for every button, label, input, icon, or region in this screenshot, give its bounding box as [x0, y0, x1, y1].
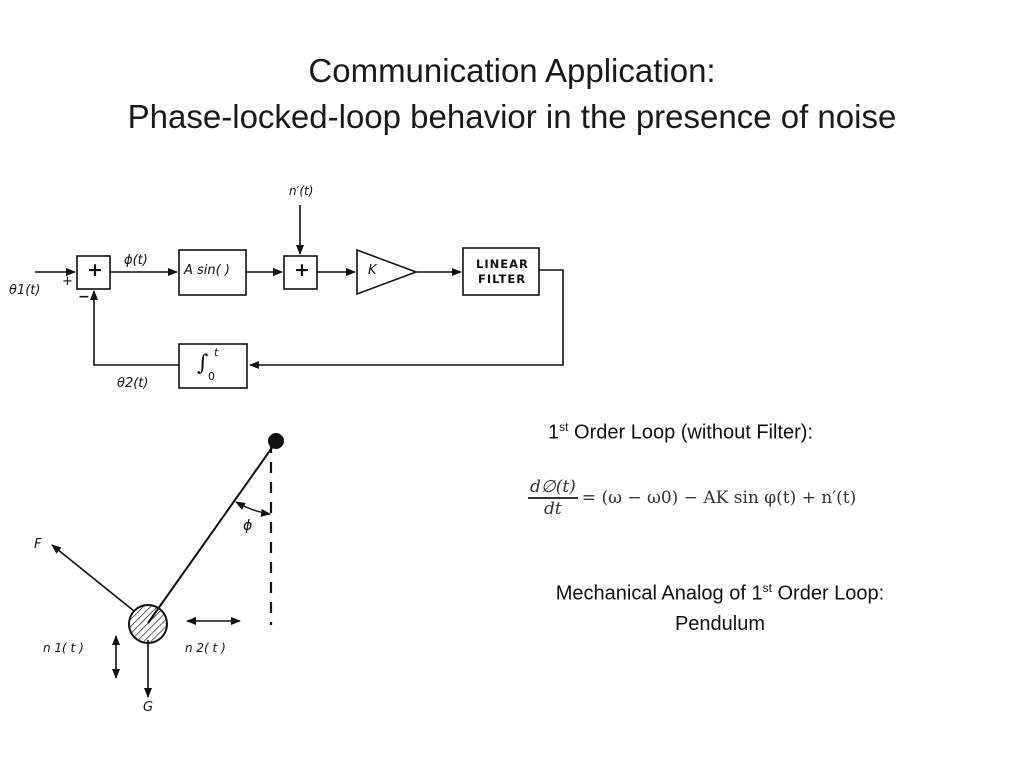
pendulum-bob: [128, 604, 168, 644]
loop-heading: 1st Order Loop (without Filter):: [548, 420, 813, 444]
summing-junction-1: [76, 255, 111, 290]
title-line-1: Communication Application:: [308, 52, 716, 89]
sum2-symbol: +: [294, 259, 310, 281]
feedback-label: θ2(t): [117, 376, 149, 391]
pendulum-rod: [147, 441, 277, 624]
fraction-bar: [528, 497, 578, 499]
sum1-plus-sign: +: [62, 274, 73, 289]
integrator-upper-limit: t: [214, 346, 219, 359]
linear-filter-block: [462, 247, 540, 296]
noise2-label: n 2( t ): [185, 641, 226, 655]
sum1-symbol: +: [87, 259, 103, 281]
feedback-path-left: [90, 290, 179, 366]
angle-arc: [235, 501, 271, 517]
loop-equation: d∅(t) dt = (ω − ω0) − AK sin φ(t) + n′(t…: [528, 477, 856, 519]
summing-junction-2: [283, 255, 318, 290]
gravity-label: G: [143, 700, 154, 715]
filter-label-line-2: FILTER: [478, 272, 527, 286]
angle-label: ϕ: [243, 518, 253, 534]
mechanical-analog-line-1: Mechanical Analog of 1st Order Loop:: [555, 581, 885, 605]
equation-numerator: d∅(t): [530, 477, 576, 497]
nonlinearity-label: A sin( ): [184, 263, 230, 278]
feedback-path-right: [249, 269, 564, 369]
sum1-minus-sign: −: [78, 289, 90, 305]
pivot-point: [268, 433, 284, 449]
equation-denominator: dt: [544, 498, 562, 519]
filter-label-line-1: LINEAR: [476, 257, 529, 271]
equation-fraction: d∅(t) dt: [528, 477, 578, 519]
integrator-block: [178, 343, 248, 389]
noise-input-label: n′(t): [289, 184, 314, 198]
integrator-symbol: ∫: [197, 351, 209, 376]
force-arrow: [51, 544, 135, 612]
slide-title: Communication Application: Phase-locked-…: [0, 48, 1024, 140]
force-label: F: [34, 537, 42, 552]
integrator-lower-limit: 0: [208, 370, 215, 383]
equation-rhs: = (ω − ω0) − AK sin φ(t) + n′(t): [581, 487, 857, 508]
title-line-2: Phase-locked-loop behavior in the presen…: [127, 98, 897, 135]
mechanical-analog-text: Mechanical Analog of 1st Order Loop: Pen…: [520, 573, 920, 639]
gain-label: K: [368, 263, 377, 278]
error-label: ϕ(t): [124, 253, 148, 268]
noise1-label: n 1( t ): [43, 641, 84, 655]
input-label: θ1(t): [9, 283, 41, 298]
mechanical-analog-line-2: Pendulum: [674, 612, 766, 635]
nonlinearity-block: [178, 249, 247, 296]
gain-block: [356, 248, 419, 296]
